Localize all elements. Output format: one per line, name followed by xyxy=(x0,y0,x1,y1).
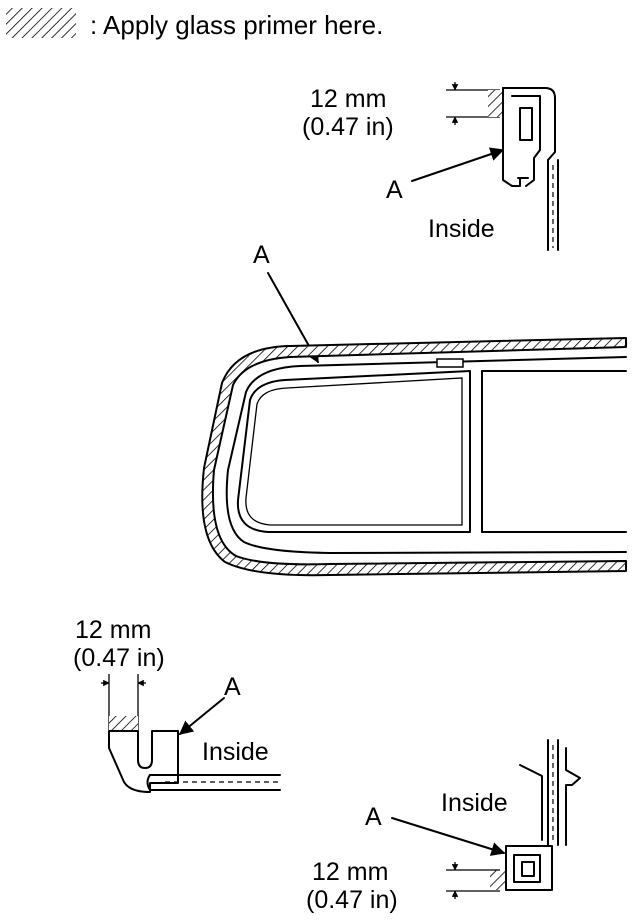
bottom-inside-label: Inside xyxy=(441,789,508,817)
center-marker-a: A xyxy=(253,241,270,269)
left-marker-a: A xyxy=(224,673,241,701)
top-dimension-in: (0.47 in) xyxy=(302,113,394,141)
windshield-overview: A xyxy=(201,241,627,577)
bottom-marker-a: A xyxy=(365,803,382,831)
hatch-swatch-icon xyxy=(0,0,76,46)
bottom-detail: A Inside 12 mm (0.47 in) xyxy=(306,739,581,914)
legend: : Apply glass primer here. xyxy=(0,0,383,46)
top-dimension-mm: 12 mm xyxy=(310,85,386,113)
top-detail: 12 mm (0.47 in) A Inside xyxy=(302,82,559,251)
left-inside-label: Inside xyxy=(202,738,269,766)
left-dimension-mm: 12 mm xyxy=(75,616,151,644)
bottom-dimension-mm: 12 mm xyxy=(312,858,388,886)
bottom-dimension-in: (0.47 in) xyxy=(306,886,398,914)
left-dimension-in: (0.47 in) xyxy=(73,644,165,672)
legend-text: : Apply glass primer here. xyxy=(90,10,383,40)
left-detail: 12 mm (0.47 in) A Inside xyxy=(73,616,281,793)
top-inside-label: Inside xyxy=(428,215,495,243)
top-marker-a: A xyxy=(386,176,403,204)
